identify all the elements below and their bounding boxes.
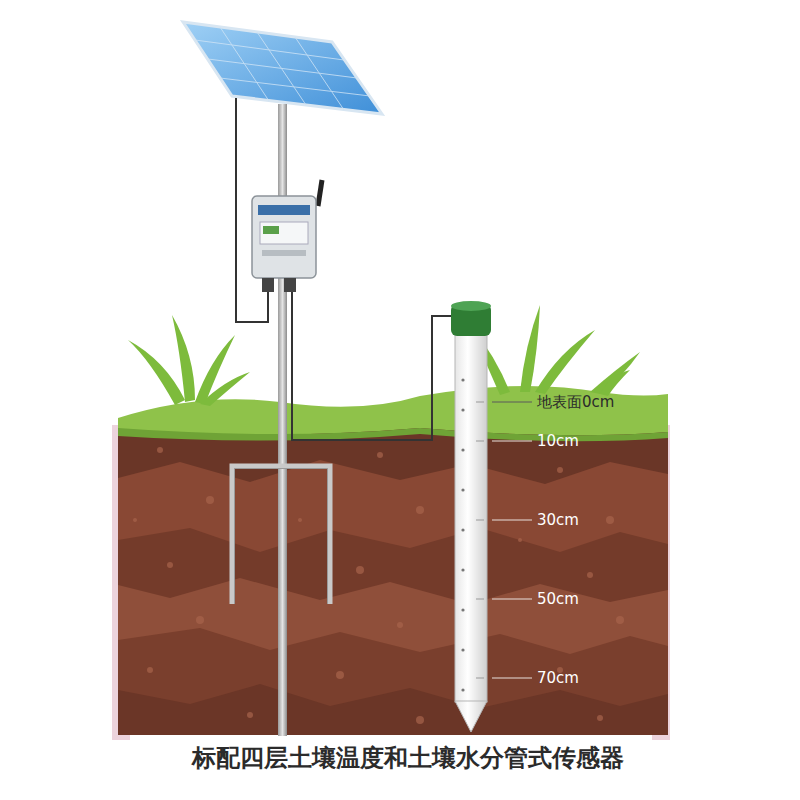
data-logger: [252, 180, 322, 292]
grass-blades: [128, 305, 640, 406]
depth-label: 30cm: [537, 511, 579, 529]
leader-lines: [492, 402, 532, 678]
caption: 标配四层土壤温度和土壤水分管式传感器: [192, 744, 624, 773]
probe-fork: [232, 466, 330, 604]
solar-panel: [183, 22, 382, 114]
soil: [118, 425, 668, 735]
depth-label: 70cm: [537, 669, 579, 687]
depth-label: 10cm: [537, 432, 579, 450]
depth-label: 地表面0cm: [537, 393, 614, 411]
depth-label: 50cm: [537, 590, 579, 608]
sensor-cable: [292, 292, 455, 440]
tube-sensor: [451, 301, 491, 732]
